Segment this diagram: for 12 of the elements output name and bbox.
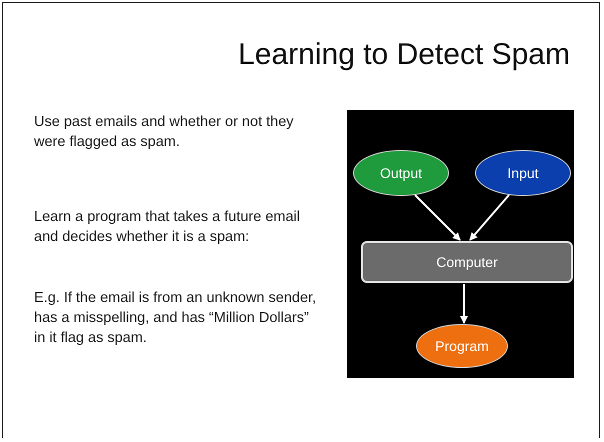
body-text: E.g. If the email is from an unknown sender, has a misspelling, and has “Million Dollars” in it flag as spam. [34,289,318,348]
arrow [469,194,510,241]
slide-title: Learning to Detect Spam [237,38,570,72]
arrow [460,284,468,324]
node-label: Computer [436,254,498,270]
arrow [414,194,461,241]
node-label: Input [507,165,539,181]
node-label: Program [435,338,489,354]
body-text: Learn a program that takes a future email and decides whether it is a spam: [34,208,301,247]
body-text: Use past emails and whether or not they were flagged as spam. [34,113,295,152]
node-label: Output [380,165,422,181]
process-box [361,241,573,283]
